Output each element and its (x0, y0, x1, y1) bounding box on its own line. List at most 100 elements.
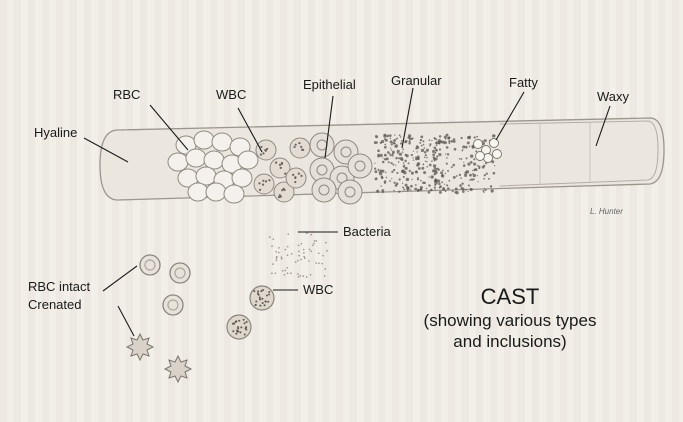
wbc-granule (259, 189, 261, 191)
rbc-cell (196, 167, 216, 185)
loose-wbc-granule (268, 291, 270, 293)
granule-dot (465, 189, 467, 191)
loose-wbc-granule (240, 326, 242, 328)
granule-dot (426, 188, 428, 190)
granule-dot (379, 154, 382, 157)
granule-dot (415, 147, 417, 149)
epithelial-cell (310, 133, 334, 157)
granule-dot (468, 184, 470, 186)
bacterium (272, 263, 274, 265)
granule-dot (473, 174, 476, 177)
granule-dot (454, 148, 457, 151)
granule-dot (416, 188, 417, 189)
granule-dot (478, 167, 480, 169)
granule-dot (484, 139, 487, 142)
granule-dot (473, 158, 475, 160)
granule-dot (423, 144, 425, 146)
granule-dot (377, 155, 380, 158)
bacterium (306, 276, 308, 278)
granule-dot (444, 184, 445, 185)
granule-dot (446, 184, 448, 186)
bacterium (281, 256, 283, 258)
granule-dot (411, 172, 414, 175)
granule-dot (436, 144, 438, 146)
bacterium (291, 253, 293, 255)
granule-dot (435, 152, 436, 153)
paper-stripe (252, 0, 259, 422)
bacterium (275, 251, 277, 253)
bacterium (310, 250, 312, 252)
granule-dot (385, 139, 388, 142)
granule-dot (467, 136, 470, 139)
granule-dot (397, 150, 400, 153)
loose-wbc-granule (259, 296, 261, 298)
fat-droplet (476, 152, 485, 161)
granule-dot (446, 146, 449, 149)
granule-dot (439, 148, 441, 150)
loose-wbc-granule (244, 322, 246, 324)
granule-dot (439, 135, 442, 138)
wbc-granule (301, 149, 303, 151)
loose-wbc-granule (258, 294, 260, 296)
granule-dot (439, 185, 441, 187)
granule-dot (452, 190, 454, 192)
rbc-cell (194, 131, 214, 149)
granule-dot (442, 188, 445, 191)
label-fatty: Fatty (509, 76, 538, 89)
loose-wbc-granule (261, 298, 263, 300)
diagram-subtitle-1: (showing various types (400, 310, 620, 331)
granule-dot (474, 136, 476, 138)
granule-dot (461, 182, 463, 184)
granule-dot (435, 158, 438, 161)
granule-dot (403, 162, 405, 164)
bacterium (306, 232, 308, 234)
loose-wbc-granule (267, 301, 269, 303)
fat-droplet (474, 140, 483, 149)
label-wbc: WBC (216, 88, 246, 101)
bacterium (310, 274, 312, 276)
granule-dot (435, 149, 437, 151)
paper-stripe (406, 0, 413, 422)
granule-dot (421, 149, 424, 152)
granule-dot (401, 140, 403, 142)
granule-dot (492, 134, 495, 137)
paper-stripe (224, 0, 231, 422)
granule-dot (398, 161, 400, 163)
paper-stripe (182, 0, 189, 422)
granule-dot (488, 178, 490, 180)
paper-stripe (448, 0, 455, 422)
paper-stripe (364, 0, 371, 422)
paper-stripe (336, 0, 343, 422)
granule-dot (451, 140, 454, 143)
bacterium (287, 267, 289, 269)
wbc-granule (298, 172, 300, 174)
paper-stripe (84, 0, 91, 422)
granule-dot (420, 188, 422, 190)
granule-dot (452, 164, 455, 167)
loose-wbc-granule (235, 320, 237, 322)
bacterium (312, 245, 314, 247)
granule-dot (432, 150, 435, 153)
paper-stripe (42, 0, 49, 422)
loose-wbc-granule (244, 334, 246, 336)
wbc-granule (268, 179, 270, 181)
granule-dot (438, 183, 441, 186)
granule-dot (447, 170, 449, 172)
label-waxy: Waxy (597, 90, 629, 103)
granule-dot (425, 161, 426, 162)
granule-dot (392, 155, 394, 157)
epithelial-cell (348, 154, 372, 178)
granule-dot (448, 180, 450, 182)
fat-droplet (484, 154, 493, 163)
granule-dot (493, 172, 496, 175)
paper-stripe (210, 0, 217, 422)
granule-dot (391, 143, 393, 145)
paper-stripe (70, 0, 77, 422)
granule-dot (374, 141, 377, 144)
granule-dot (417, 155, 420, 158)
granule-dot (424, 147, 426, 149)
granule-dot (459, 174, 461, 176)
granule-dot (469, 174, 472, 177)
paper-stripe (378, 0, 385, 422)
